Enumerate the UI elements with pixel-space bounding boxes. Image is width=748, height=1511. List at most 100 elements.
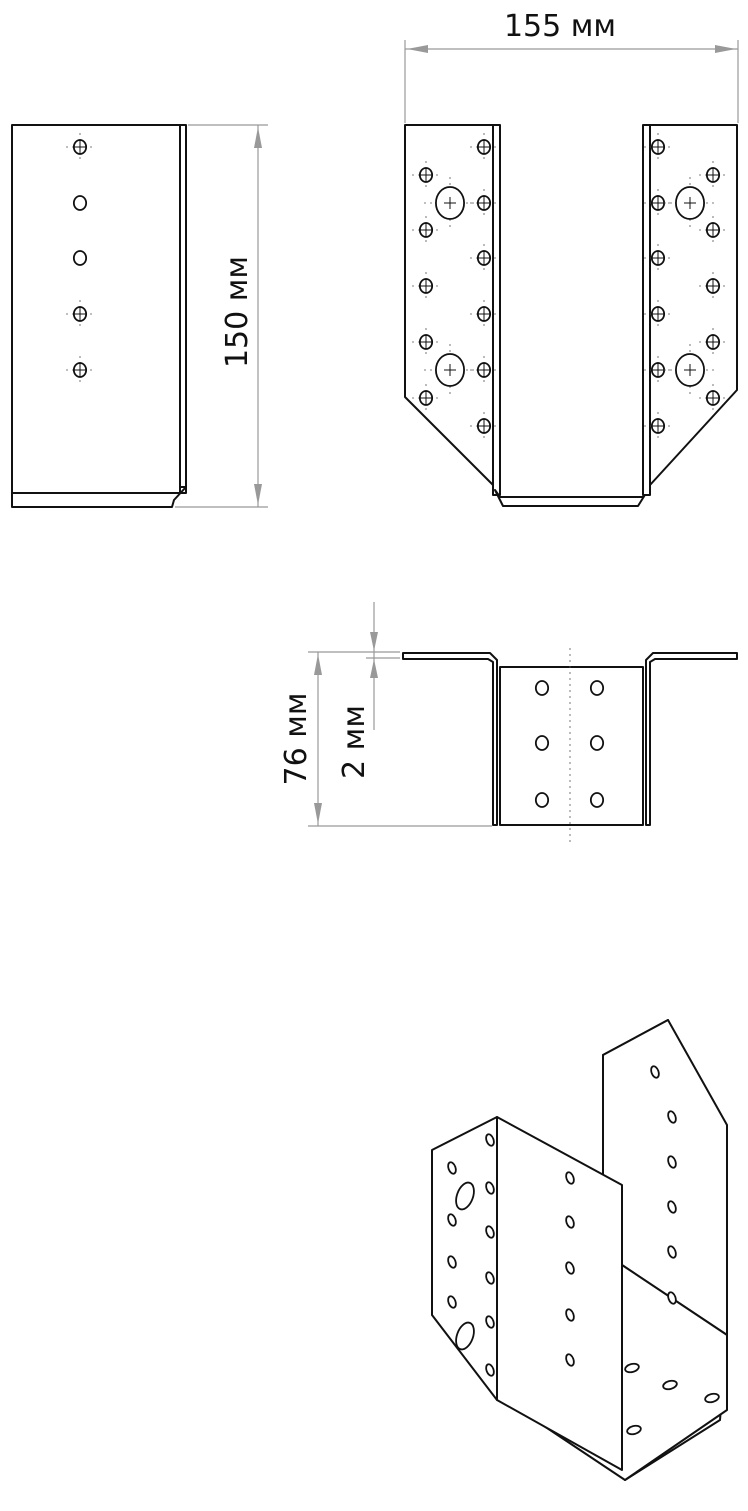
top-left-flange xyxy=(402,652,498,826)
nail-hole xyxy=(66,356,94,384)
side-plate xyxy=(11,124,181,494)
nail-hole xyxy=(589,680,605,696)
iso-hole xyxy=(565,1353,575,1367)
large-hole xyxy=(424,177,476,229)
nail-hole xyxy=(534,735,550,751)
iso-hole xyxy=(626,1424,642,1436)
nail-hole xyxy=(412,161,440,189)
iso-hole xyxy=(485,1315,495,1329)
iso-hole xyxy=(624,1362,640,1374)
nail-hole xyxy=(470,412,498,440)
nail-hole xyxy=(644,133,672,161)
iso-hole xyxy=(565,1215,575,1229)
iso-hole xyxy=(667,1291,677,1305)
front-view: 155 мм xyxy=(404,9,739,507)
left-bend-strip xyxy=(492,124,501,496)
iso-hole xyxy=(455,1181,475,1211)
nail-hole xyxy=(412,328,440,356)
hole-outline xyxy=(72,250,88,266)
height-label: 150 мм xyxy=(220,256,255,368)
iso-hole xyxy=(455,1321,475,1351)
iso-hole xyxy=(447,1255,457,1269)
iso-hole xyxy=(447,1295,457,1309)
bottom-seat xyxy=(494,489,649,507)
nail-hole xyxy=(589,735,605,751)
hole-outline xyxy=(72,195,88,211)
nail-hole xyxy=(470,189,498,217)
nail-hole xyxy=(644,189,672,217)
side-view: 150 мм xyxy=(11,124,268,508)
side-bend-strip xyxy=(179,124,187,488)
iso-hole xyxy=(565,1308,575,1322)
hole-outline xyxy=(534,792,550,808)
right-bend-strip xyxy=(642,124,651,496)
nail-hole xyxy=(66,133,94,161)
iso-hole xyxy=(667,1200,677,1214)
arrow-icon xyxy=(407,45,428,53)
nail-hole xyxy=(72,195,88,211)
top-right-flange xyxy=(645,652,738,826)
top-holes xyxy=(534,680,605,808)
iso-hole xyxy=(650,1065,660,1079)
nail-hole xyxy=(470,244,498,272)
arrow-icon xyxy=(715,45,736,53)
nail-hole xyxy=(699,384,727,412)
iso-hole xyxy=(662,1379,678,1391)
iso-hole xyxy=(485,1225,495,1239)
iso-hole xyxy=(485,1363,495,1377)
nail-hole xyxy=(589,792,605,808)
side-bottom-strip xyxy=(11,486,187,508)
iso-hole xyxy=(485,1133,495,1147)
nail-hole xyxy=(412,384,440,412)
width-label: 155 мм xyxy=(504,9,616,44)
nail-hole xyxy=(412,272,440,300)
channel-back xyxy=(499,666,644,826)
hole-outline xyxy=(534,735,550,751)
isometric-view xyxy=(431,1019,728,1481)
nail-hole xyxy=(470,356,498,384)
arrow-icon xyxy=(314,654,322,675)
depth-dimension: 76 мм xyxy=(279,651,492,827)
large-hole xyxy=(664,177,716,229)
top-view: 76 мм 2 мм xyxy=(279,602,738,842)
nail-hole xyxy=(644,412,672,440)
iso-hole xyxy=(447,1161,457,1175)
nail-hole xyxy=(699,161,727,189)
nail-hole xyxy=(699,216,727,244)
iso-hole xyxy=(485,1271,495,1285)
arrow-icon xyxy=(254,484,262,505)
nail-hole xyxy=(66,300,94,328)
hole-outline xyxy=(589,735,605,751)
iso-left-flange xyxy=(431,1116,498,1401)
height-dimension: 150 мм xyxy=(175,124,268,508)
iso-hole xyxy=(667,1110,677,1124)
nail-hole xyxy=(72,250,88,266)
arrow-icon xyxy=(254,127,262,148)
nail-hole xyxy=(644,300,672,328)
iso-hole xyxy=(704,1392,720,1404)
large-hole xyxy=(424,344,476,396)
iso-hole xyxy=(667,1245,677,1259)
width-dimension: 155 мм xyxy=(404,9,739,123)
nail-hole xyxy=(534,680,550,696)
iso-hole xyxy=(565,1171,575,1185)
hole-outline xyxy=(589,792,605,808)
nail-hole xyxy=(534,792,550,808)
thickness-dimension: 2 мм xyxy=(337,602,400,779)
nail-hole xyxy=(412,216,440,244)
iso-hole xyxy=(565,1261,575,1275)
arrow-icon xyxy=(370,632,378,651)
iso-hole xyxy=(667,1155,677,1169)
nail-hole xyxy=(470,300,498,328)
nail-hole xyxy=(470,133,498,161)
arrow-icon xyxy=(370,659,378,678)
iso-hole xyxy=(447,1213,457,1227)
depth-label: 76 мм xyxy=(279,693,314,786)
iso-holes xyxy=(447,1065,720,1436)
nail-hole xyxy=(644,244,672,272)
nail-hole xyxy=(699,328,727,356)
hole-outline xyxy=(534,680,550,696)
front-holes xyxy=(412,133,727,440)
nail-hole xyxy=(699,272,727,300)
